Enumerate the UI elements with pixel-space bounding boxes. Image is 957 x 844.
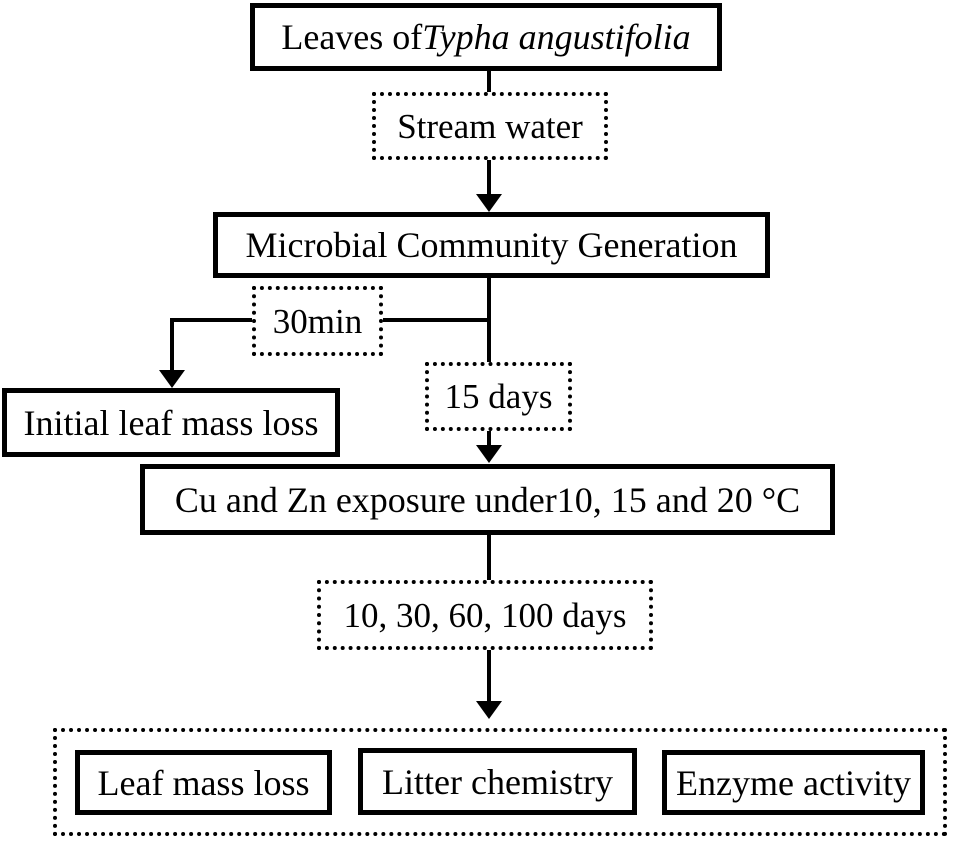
leaves-label-species: Typha angustifolia bbox=[422, 17, 691, 57]
result-leaf-mass-label: Leaf mass loss bbox=[97, 762, 310, 803]
result-litter-chem-label: Litter chemistry bbox=[382, 761, 613, 802]
leaves-label-prefix: Leaves of bbox=[281, 17, 423, 57]
arrowhead-into-exposure bbox=[476, 445, 502, 463]
node-stream-water: Stream water bbox=[372, 92, 608, 160]
node-result-litter-chemistry: Litter chemistry bbox=[358, 748, 637, 815]
connector-leaves-to-streamwater bbox=[487, 70, 491, 96]
node-cu-zn-exposure: Cu and Zn exposure under10, 15 and 20 °C bbox=[140, 464, 835, 535]
node-sampling-days: 10, 30, 60, 100 days bbox=[317, 580, 653, 650]
results-container: Leaf mass loss Litter chemistry Enzyme a… bbox=[53, 728, 947, 836]
time-15days-label: 15 days bbox=[444, 377, 553, 416]
connector-sampling-to-results bbox=[487, 650, 491, 703]
exposure-label: Cu and Zn exposure under10, 15 and 20 °C bbox=[174, 479, 801, 520]
node-time-15days: 15 days bbox=[425, 362, 572, 431]
arrowhead-into-microbial bbox=[476, 194, 502, 212]
sampling-days-label: 10, 30, 60, 100 days bbox=[343, 595, 627, 635]
node-microbial-community-generation: Microbial Community Generation bbox=[213, 212, 770, 278]
node-leaves-of-typha: Leaves of Typha angustifolia bbox=[250, 3, 722, 71]
node-initial-leaf-mass-loss: Initial leaf mass loss bbox=[2, 388, 340, 457]
connector-branch-vertical bbox=[170, 318, 174, 372]
initial-loss-label: Initial leaf mass loss bbox=[23, 402, 319, 443]
microbial-label: Microbial Community Generation bbox=[245, 225, 738, 265]
arrowhead-into-initial-loss bbox=[159, 370, 185, 388]
time-30min-label: 30min bbox=[272, 301, 363, 341]
arrowhead-into-results bbox=[476, 701, 502, 719]
node-result-enzyme-activity: Enzyme activity bbox=[662, 750, 925, 815]
connector-streamwater-to-microbial bbox=[487, 160, 491, 196]
node-result-leaf-mass-loss: Leaf mass loss bbox=[75, 750, 332, 815]
stream-water-label: Stream water bbox=[397, 106, 583, 146]
result-enzyme-label: Enzyme activity bbox=[676, 762, 911, 803]
connector-exposure-to-sampling bbox=[487, 535, 491, 581]
node-time-30min: 30min bbox=[252, 286, 383, 356]
connector-15days-to-exposure bbox=[487, 430, 491, 447]
